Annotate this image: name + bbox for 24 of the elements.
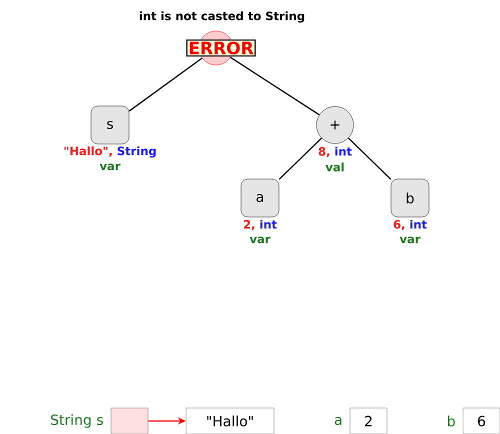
memory-cell: 2 xyxy=(350,408,388,434)
tree-node: s xyxy=(90,106,130,144)
error-node: ERROR xyxy=(186,30,256,66)
tree-edge xyxy=(278,138,322,180)
node-annotation: "Hallo", String xyxy=(64,146,156,158)
tree-node: b xyxy=(390,178,430,218)
node-annotation: val xyxy=(326,162,344,172)
tree-node: a xyxy=(240,178,280,218)
node-annotation: 2, int xyxy=(244,220,277,230)
tree-edge xyxy=(230,56,320,116)
memory-cell xyxy=(110,408,148,434)
tree-edge xyxy=(348,138,392,180)
variable-label: String s xyxy=(51,414,103,428)
memory-cell: "Hallo" xyxy=(186,408,274,434)
node-annotation: var xyxy=(250,236,270,244)
variable-label: b xyxy=(448,416,455,426)
node-annotation: 6, int xyxy=(394,220,427,230)
node-annotation: 8, int xyxy=(318,146,352,158)
variable-label: a xyxy=(334,416,342,426)
node-annotation: var xyxy=(100,164,120,170)
memory-cell: 6 xyxy=(462,408,500,434)
tree-edge xyxy=(128,58,202,112)
node-annotation: var xyxy=(400,236,420,244)
annotation: int is not casted to String xyxy=(140,11,304,23)
